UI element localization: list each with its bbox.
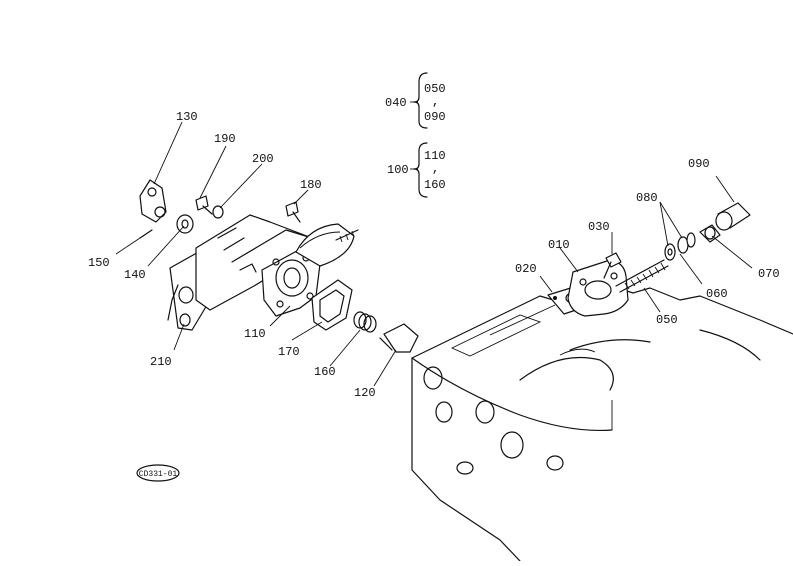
part-070-nut — [699, 224, 721, 243]
label-160: 160 — [314, 365, 336, 379]
label-210: 210 — [150, 355, 172, 369]
part-080-washers — [677, 232, 696, 254]
label-060: 060 — [706, 287, 728, 301]
part-170-gasket — [311, 279, 353, 331]
part-190-bolt — [195, 195, 213, 215]
legend-100-brace — [413, 142, 428, 198]
label-010: 010 — [548, 238, 570, 252]
legend-100-sep: , — [432, 162, 439, 176]
legend-040-sep: , — [432, 95, 439, 109]
label-150: 150 — [88, 256, 110, 270]
group-legend-100: 100 110 , 160 — [387, 142, 446, 198]
label-080: 080 — [636, 191, 658, 205]
label-070: 070 — [758, 267, 780, 281]
part-060-washer — [664, 243, 676, 261]
label-120: 120 — [354, 386, 376, 400]
part-030-bolt — [603, 252, 622, 279]
part-140-collar — [176, 214, 194, 234]
part-180-bolt — [285, 201, 301, 223]
figure-code: CD331-01 — [139, 470, 178, 479]
label-190: 190 — [214, 132, 236, 146]
label-200: 200 — [252, 152, 274, 166]
legend-040-to: 090 — [424, 110, 446, 124]
label-090: 090 — [688, 157, 710, 171]
small-stud — [335, 229, 359, 243]
legend-040-code: 040 — [385, 96, 407, 110]
legend-100-code: 100 — [387, 163, 409, 177]
label-180: 180 — [300, 178, 322, 192]
part-labels: 130 190 200 180 150 140 110 170 160 210 … — [88, 110, 780, 400]
figure-code-badge: CD331-01 — [136, 464, 180, 482]
label-130: 130 — [176, 110, 198, 124]
legend-040-from: 050 — [424, 82, 446, 96]
label-020: 020 — [515, 262, 537, 276]
leader-lines — [115, 121, 753, 387]
label-140: 140 — [124, 268, 146, 282]
part-130-lever — [139, 179, 167, 223]
part-150-pin — [139, 229, 153, 239]
legend-100-to: 160 — [424, 178, 446, 192]
group-legend-040: 040 050 , 090 — [385, 72, 446, 129]
legend-040-brace — [413, 72, 428, 129]
label-110: 110 — [244, 327, 266, 341]
part-110-housing — [195, 214, 355, 317]
part-120-shaft — [379, 323, 419, 353]
part-010-flange — [567, 259, 629, 317]
part-050-stud — [615, 259, 669, 293]
part-160-spring — [353, 311, 377, 333]
label-050: 050 — [656, 313, 678, 327]
legend-100-from: 110 — [424, 149, 446, 163]
label-030: 030 — [588, 220, 610, 234]
part-200-washer — [212, 205, 224, 219]
label-170: 170 — [278, 345, 300, 359]
part-090-cap — [715, 202, 751, 231]
engine-block — [411, 285, 793, 562]
